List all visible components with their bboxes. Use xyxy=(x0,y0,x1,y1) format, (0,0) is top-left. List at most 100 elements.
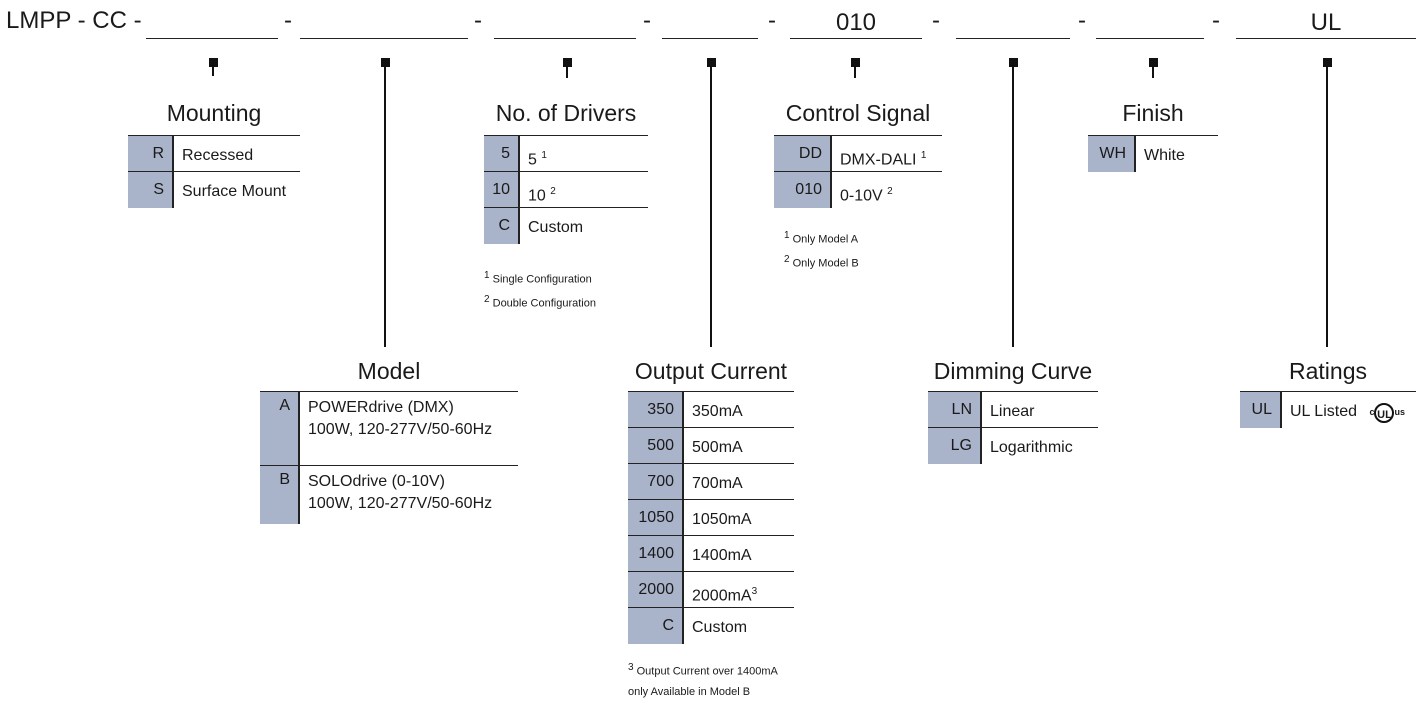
footnote: 1 Single Configuration xyxy=(484,270,592,286)
option-desc: 500mA xyxy=(692,439,743,456)
option-desc: DMX-DALI 1 xyxy=(840,150,927,169)
separator: - xyxy=(1078,7,1086,34)
blank-model xyxy=(300,8,468,39)
option-desc: Linear xyxy=(990,403,1035,420)
table-row: 1050 1050mA xyxy=(628,500,794,536)
option-code: WH xyxy=(1088,136,1136,172)
mounting-title: Mounting xyxy=(166,100,262,126)
mounting-table: R Recessed S Surface Mount xyxy=(128,135,300,208)
table-row: 10 10 2 xyxy=(484,172,648,208)
model-title: Model xyxy=(357,358,421,384)
option-desc: White xyxy=(1144,147,1185,164)
connector-line-mounting xyxy=(212,62,214,76)
drivers-table: 5 5 1 10 10 2 C Custom xyxy=(484,135,648,244)
table-row: R Recessed xyxy=(128,136,300,172)
option-code: DD xyxy=(774,136,832,171)
option-desc: Recessed xyxy=(182,147,254,164)
separator: - xyxy=(932,7,940,34)
option-code: A xyxy=(260,392,300,465)
table-row: B SOLOdrive (0-10V)100W, 120-277V/50-60H… xyxy=(260,466,518,524)
dimming-title: Dimming Curve xyxy=(933,358,1093,384)
output-table: 350 350mA 500 500mA 700 700mA 1050 1050mA 14… xyxy=(628,391,794,644)
table-row: C Custom xyxy=(628,608,794,644)
finish-table: WH White xyxy=(1088,135,1218,172)
table-row: DD DMX-DALI 1 xyxy=(774,136,942,172)
option-desc: 1400mA xyxy=(692,547,752,564)
footnote: 2 Double Configuration xyxy=(484,293,596,310)
connector-line-control xyxy=(854,62,856,78)
table-row: LN Linear xyxy=(928,392,1098,428)
table-row: 350 350mA xyxy=(628,392,794,428)
option-code: 2000 xyxy=(628,572,684,607)
separator: - xyxy=(643,7,651,34)
connector-line-finish xyxy=(1152,62,1154,78)
option-code: C xyxy=(628,608,684,644)
output-footnotes: 3 Output Current over 1400mA only Availa… xyxy=(628,658,778,702)
connector-line-dimming xyxy=(1012,62,1014,347)
connector-line-model xyxy=(384,62,386,347)
option-code: R xyxy=(128,136,174,171)
separator: - xyxy=(768,7,776,34)
drivers-footnotes: 1 Single Configuration 2 Double Configur… xyxy=(484,266,596,313)
footnote-marker: 2 xyxy=(550,186,556,197)
option-code: UL xyxy=(1240,392,1282,428)
option-code: 700 xyxy=(628,464,684,499)
option-desc: 2000mA3 xyxy=(692,586,758,605)
option-desc: 5 1 xyxy=(520,136,547,171)
option-desc: 10 2 xyxy=(520,172,556,207)
footnote: 2 Only Model B xyxy=(784,253,859,270)
option-code: 10 xyxy=(484,172,520,207)
separator: - xyxy=(284,7,292,34)
option-desc: 700mA xyxy=(692,475,743,492)
footnote-marker: 1 xyxy=(541,150,547,161)
option-code: LN xyxy=(928,392,982,427)
table-row: WH White xyxy=(1088,136,1218,172)
option-code: LG xyxy=(928,428,982,464)
option-code: C xyxy=(484,208,520,244)
finish-title: Finish xyxy=(1122,100,1184,126)
option-code: 1400 xyxy=(628,536,684,571)
table-row: A POWERdrive (DMX)100W, 120-277V/50-60Hz xyxy=(260,392,518,466)
option-desc: Surface Mount xyxy=(182,183,287,200)
option-code: 010 xyxy=(774,172,832,208)
table-row: 2000 2000mA3 xyxy=(628,572,794,608)
option-desc: POWERdrive (DMX)100W, 120-277V/50-60Hz xyxy=(308,399,493,438)
ratings-title: Ratings xyxy=(1289,358,1367,384)
option-code: B xyxy=(260,466,300,524)
option-desc: 1050mA xyxy=(692,511,752,528)
blank-control: 010 xyxy=(790,8,922,39)
table-row: 700 700mA xyxy=(628,464,794,500)
option-code: S xyxy=(128,172,174,208)
table-row: 1400 1400mA xyxy=(628,536,794,572)
output-title: Output Current xyxy=(634,358,788,384)
option-desc: 350mA xyxy=(692,403,743,420)
option-code: 500 xyxy=(628,428,684,463)
table-row: 500 500mA xyxy=(628,428,794,464)
blank-ratings: UL xyxy=(1236,8,1416,39)
table-row: S Surface Mount xyxy=(128,172,300,208)
table-row: C Custom xyxy=(484,208,648,244)
drivers-title: No. of Drivers xyxy=(495,100,637,126)
separator: - xyxy=(474,7,482,34)
control-table: DD DMX-DALI 1 010 0-10V 2 xyxy=(774,135,942,208)
control-title: Control Signal xyxy=(785,100,931,126)
option-desc: Custom xyxy=(692,619,748,636)
option-code: 5 xyxy=(484,136,520,171)
footnote: 1 Only Model A xyxy=(784,230,859,246)
footnote: 3 Output Current over 1400mA xyxy=(628,662,778,678)
table-row: LG Logarithmic xyxy=(928,428,1098,464)
option-code: 350 xyxy=(628,392,684,427)
blank-finish xyxy=(1096,8,1204,39)
separator: - xyxy=(1212,7,1220,34)
connector-line-drivers xyxy=(566,62,568,78)
desc-text: 5 xyxy=(528,151,537,169)
connector-line-ratings xyxy=(1326,62,1328,347)
blank-dimming xyxy=(956,8,1070,39)
option-code: 1050 xyxy=(628,500,684,535)
table-row: 5 5 1 xyxy=(484,136,648,172)
option-desc: SOLOdrive (0-10V)100W, 120-277V/50-60Hz xyxy=(308,473,493,512)
